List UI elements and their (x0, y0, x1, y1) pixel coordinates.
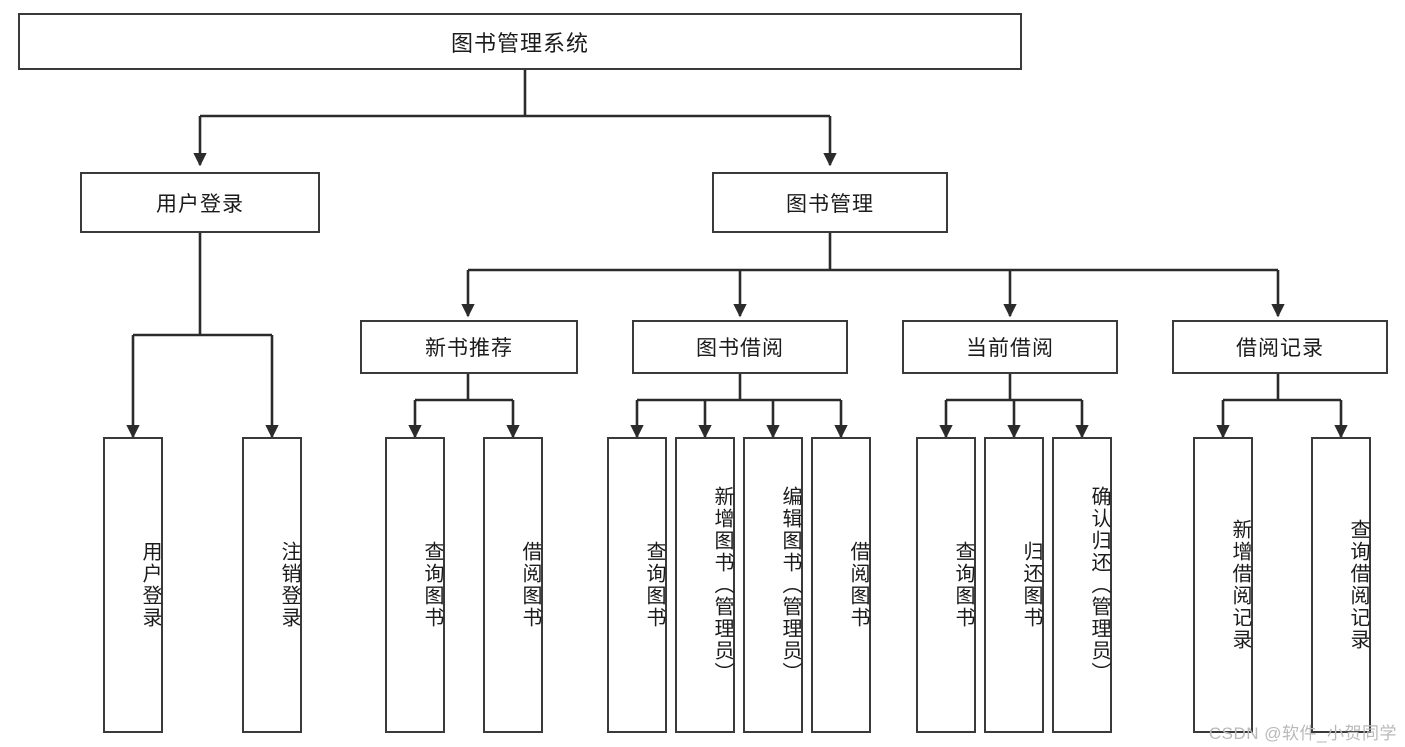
leaf-return-book[interactable]: 归还图书 (984, 437, 1044, 733)
node-label: 当前借阅 (966, 337, 1054, 360)
leaf-confirm-return[interactable]: 确认归还（管理员） (1052, 437, 1112, 733)
node-user-login[interactable]: 用户登录 (80, 172, 320, 233)
node-label: 编辑图书（管理员） (779, 486, 801, 684)
node-label: 查询图书 (952, 541, 974, 629)
leaf-edit-book[interactable]: 编辑图书（管理员） (743, 437, 803, 733)
node-root-book-management-system[interactable]: 图书管理系统 (18, 13, 1022, 70)
node-label: 新增图书（管理员） (711, 486, 733, 684)
node-borrow-record[interactable]: 借阅记录 (1172, 320, 1388, 374)
csdn-watermark: CSDN @软件_小贺同学 (1208, 724, 1397, 743)
node-book-borrow[interactable]: 图书借阅 (632, 320, 848, 374)
leaf-user-login[interactable]: 用户登录 (103, 437, 163, 733)
node-label: 注销登录 (278, 541, 300, 629)
node-label: 图书管理 (786, 192, 874, 216)
node-label: 查询借阅记录 (1347, 519, 1369, 651)
leaf-add-record[interactable]: 新增借阅记录 (1193, 437, 1253, 733)
node-label: 查询图书 (421, 541, 443, 629)
node-label: 新增借阅记录 (1229, 519, 1251, 651)
leaf-query-book-3[interactable]: 查询图书 (916, 437, 976, 733)
node-label: 图书管理系统 (450, 30, 589, 56)
leaf-borrow-book-1[interactable]: 借阅图书 (483, 437, 543, 733)
node-label: 用户登录 (139, 541, 161, 629)
node-label: 新书推荐 (425, 337, 513, 360)
leaf-query-record[interactable]: 查询借阅记录 (1311, 437, 1371, 733)
leaf-borrow-book-2[interactable]: 借阅图书 (811, 437, 871, 733)
node-label: 归还图书 (1020, 541, 1042, 629)
node-label: 确认归还（管理员） (1088, 486, 1110, 684)
node-label: 用户登录 (156, 192, 244, 216)
node-book-manage[interactable]: 图书管理 (712, 172, 948, 233)
node-label: 借阅图书 (847, 541, 869, 629)
leaf-add-book[interactable]: 新增图书（管理员） (675, 437, 735, 733)
node-label: 借阅图书 (519, 541, 541, 629)
node-label: 借阅记录 (1236, 337, 1324, 360)
node-current-borrow[interactable]: 当前借阅 (902, 320, 1118, 374)
node-label: 图书借阅 (696, 337, 784, 360)
leaf-logout[interactable]: 注销登录 (242, 437, 302, 733)
leaf-query-book-2[interactable]: 查询图书 (607, 437, 667, 733)
node-new-book-recommendation[interactable]: 新书推荐 (360, 320, 578, 374)
leaf-query-book-1[interactable]: 查询图书 (385, 437, 445, 733)
node-label: 查询图书 (643, 541, 665, 629)
